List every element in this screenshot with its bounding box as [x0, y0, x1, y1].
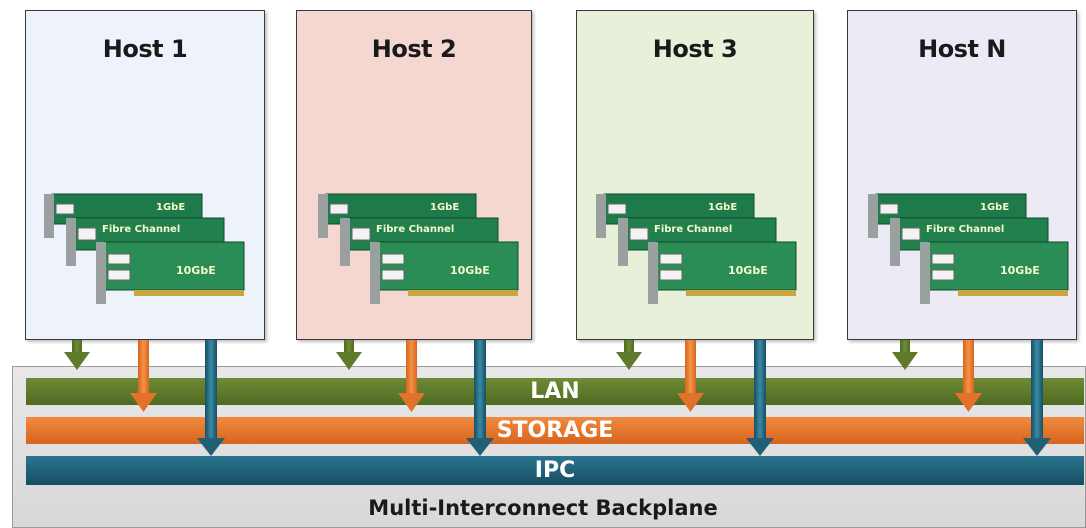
card-label-10gbe: 10GbE — [450, 264, 490, 277]
host-title: Host N — [918, 35, 1006, 63]
lan-bus: LAN — [26, 378, 1084, 405]
card-label-1gbe: 1GbE — [708, 202, 737, 213]
host-title: Host 2 — [371, 35, 457, 63]
card-label-1gbe: 1GbE — [430, 202, 459, 213]
card-label-10gbe: 10GbE — [1000, 264, 1040, 277]
nic-cards-host-1: 1GbE Fibre Channel 10GbE — [44, 193, 245, 304]
card-label-1gbe: 1GbE — [980, 202, 1009, 213]
card-label-fc: Fibre Channel — [376, 224, 454, 235]
storage-bus: STORAGE — [26, 417, 1084, 444]
card-10gbe: 10GbE — [920, 241, 1069, 304]
nic-cards-host-n: 1GbE Fibre Channel 10GbE — [868, 193, 1069, 304]
card-label-fc: Fibre Channel — [926, 224, 1004, 235]
ipc-bus: IPC — [26, 456, 1084, 485]
card-10gbe: 10GbE — [648, 241, 797, 304]
card-label-1gbe: 1GbE — [156, 202, 185, 213]
host-title: Host 3 — [652, 35, 738, 63]
ipc-label: IPC — [534, 458, 576, 483]
nic-cards-host-2: 1GbE Fibre Channel 10GbE — [318, 193, 519, 304]
card-label-fc: Fibre Channel — [102, 224, 180, 235]
backplane-label: Multi-Interconnect Backplane — [368, 496, 718, 520]
host-title: Host 1 — [102, 35, 188, 63]
card-10gbe: 10GbE — [96, 241, 245, 304]
card-label-fc: Fibre Channel — [654, 224, 732, 235]
card-10gbe: 10GbE — [370, 241, 519, 304]
card-label-10gbe: 10GbE — [176, 264, 216, 277]
storage-label: STORAGE — [496, 418, 614, 443]
lan-label: LAN — [530, 379, 580, 404]
nic-cards-host-3: 1GbE Fibre Channel 10GbE — [596, 193, 797, 304]
card-label-10gbe: 10GbE — [728, 264, 768, 277]
